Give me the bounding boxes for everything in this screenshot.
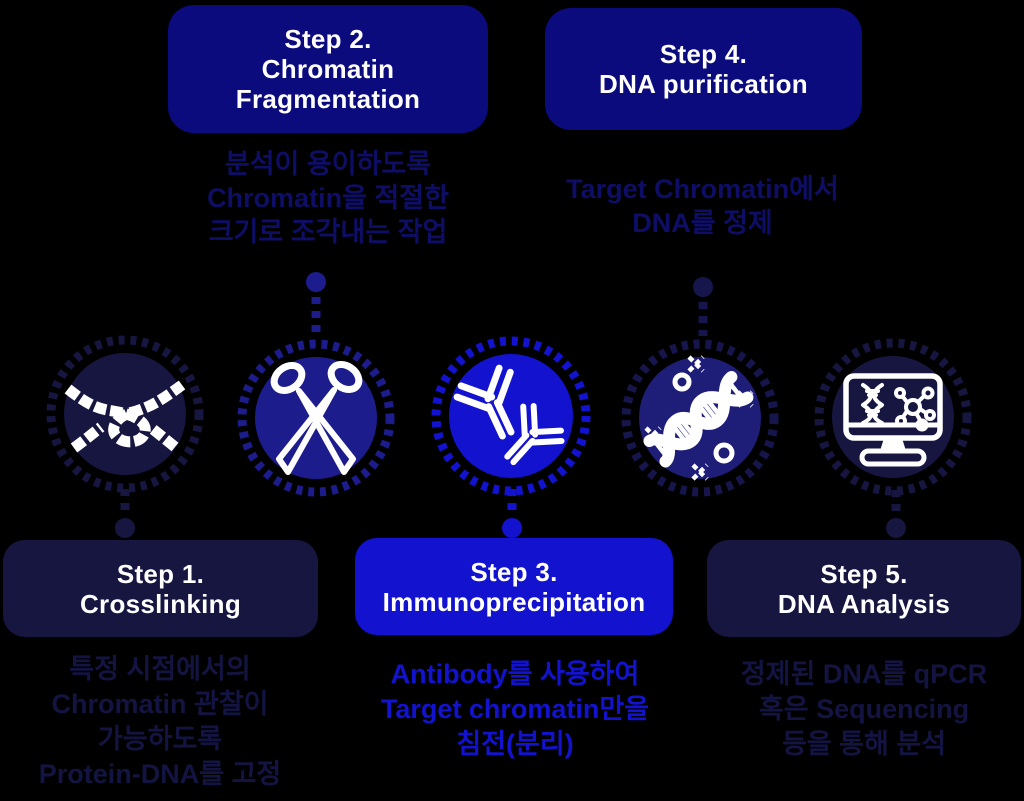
scissors-icon: [270, 361, 363, 475]
crosslinking-circle: [40, 329, 210, 499]
desc-line: 등을 통해 분석: [781, 729, 947, 759]
dashed-ring: [46, 335, 204, 493]
immunoprecipitation-circle: [426, 331, 596, 501]
step1-title-line1: Step 1.: [116, 558, 205, 589]
connector-dot: [306, 272, 326, 292]
desc-line: Antibody를 사용하여: [390, 659, 640, 689]
dna-analysis-circle: [808, 332, 978, 502]
step1-title-line2: Crosslinking: [79, 588, 242, 619]
dna-helix-icon: [643, 355, 754, 481]
dashed-ring: [621, 339, 779, 497]
desc-line: Target chromatin만을: [380, 694, 650, 724]
desc-line: DNA를 정제: [632, 208, 773, 238]
desc-line: Chromatin을 적절한: [207, 183, 449, 213]
desc-line: 가능하도록: [97, 724, 223, 754]
desc-line: Protein-DNA를 고정: [38, 759, 282, 789]
step4-connector: [693, 277, 713, 336]
circle-fill: [449, 354, 573, 478]
step5-title-box: Step 5. DNA Analysis: [707, 540, 1021, 637]
antibody-icon: [453, 364, 565, 466]
step5-connector: [886, 490, 906, 538]
step2-title-box: Step 2. Chromatin Fragmentation: [168, 5, 488, 133]
desc-line: Chromatin 관찰이: [51, 689, 269, 719]
step4-title-box: Step 4. DNA purification: [545, 8, 862, 130]
step2-title-line3: Fragmentation: [235, 84, 421, 114]
desc-line: Target Chromatin에서: [566, 174, 839, 204]
step2-connector: [306, 272, 326, 337]
step3-title-line1: Step 3.: [470, 556, 558, 587]
step3-title-box: Step 3. Immunoprecipitation: [355, 538, 673, 635]
step3-title-line2: Immunoprecipitation: [382, 586, 646, 617]
connector-dot: [886, 518, 906, 538]
step5-title-line2: DNA Analysis: [777, 588, 951, 619]
desc-line: 정제된 DNA를 qPCR: [740, 659, 988, 689]
dashed-ring: [237, 339, 395, 497]
step1-connector: [115, 489, 135, 538]
monitor-dna-icon: [843, 373, 943, 467]
dna-purification-circle: [615, 333, 785, 503]
connector-dot: [693, 277, 713, 297]
dashed-ring: [431, 336, 591, 496]
step2-title-line1: Step 2.: [284, 24, 372, 54]
connector-dot: [502, 518, 522, 538]
desc-line: 혹은 Sequencing: [758, 694, 970, 724]
step1-description: 특정 시점에서의 Chromatin 관찰이 가능하도록 Protein-DNA…: [0, 652, 325, 792]
desc-line: 특정 시점에서의: [69, 654, 251, 684]
desc-line: 분석이 용이하도록: [224, 149, 432, 179]
step4-title-line2: DNA purification: [599, 69, 808, 99]
fragmentation-circle: [231, 333, 401, 503]
step5-description: 정제된 DNA를 qPCR 혹은 Sequencing 등을 통해 분석: [697, 657, 1024, 762]
step2-description: 분석이 용이하도록 Chromatin을 적절한 크기로 조각내는 작업: [158, 147, 498, 249]
step4-title-line1: Step 4.: [659, 39, 748, 69]
connector-dot: [115, 518, 135, 538]
desc-line: 크기로 조각내는 작업: [208, 217, 448, 247]
step1-title-box: Step 1. Crosslinking: [3, 540, 318, 637]
step5-title-line1: Step 5.: [820, 558, 908, 589]
step3-connector: [502, 489, 522, 538]
knot-icon: [64, 380, 186, 453]
dashed-ring: [814, 338, 972, 496]
desc-line: 침전(분리): [456, 729, 574, 759]
step4-description: Target Chromatin에서 DNA를 정제: [525, 172, 880, 240]
step2-title-line2: Chromatin: [261, 54, 395, 84]
step3-description: Antibody를 사용하여 Target chromatin만을 침전(분리): [345, 657, 685, 762]
